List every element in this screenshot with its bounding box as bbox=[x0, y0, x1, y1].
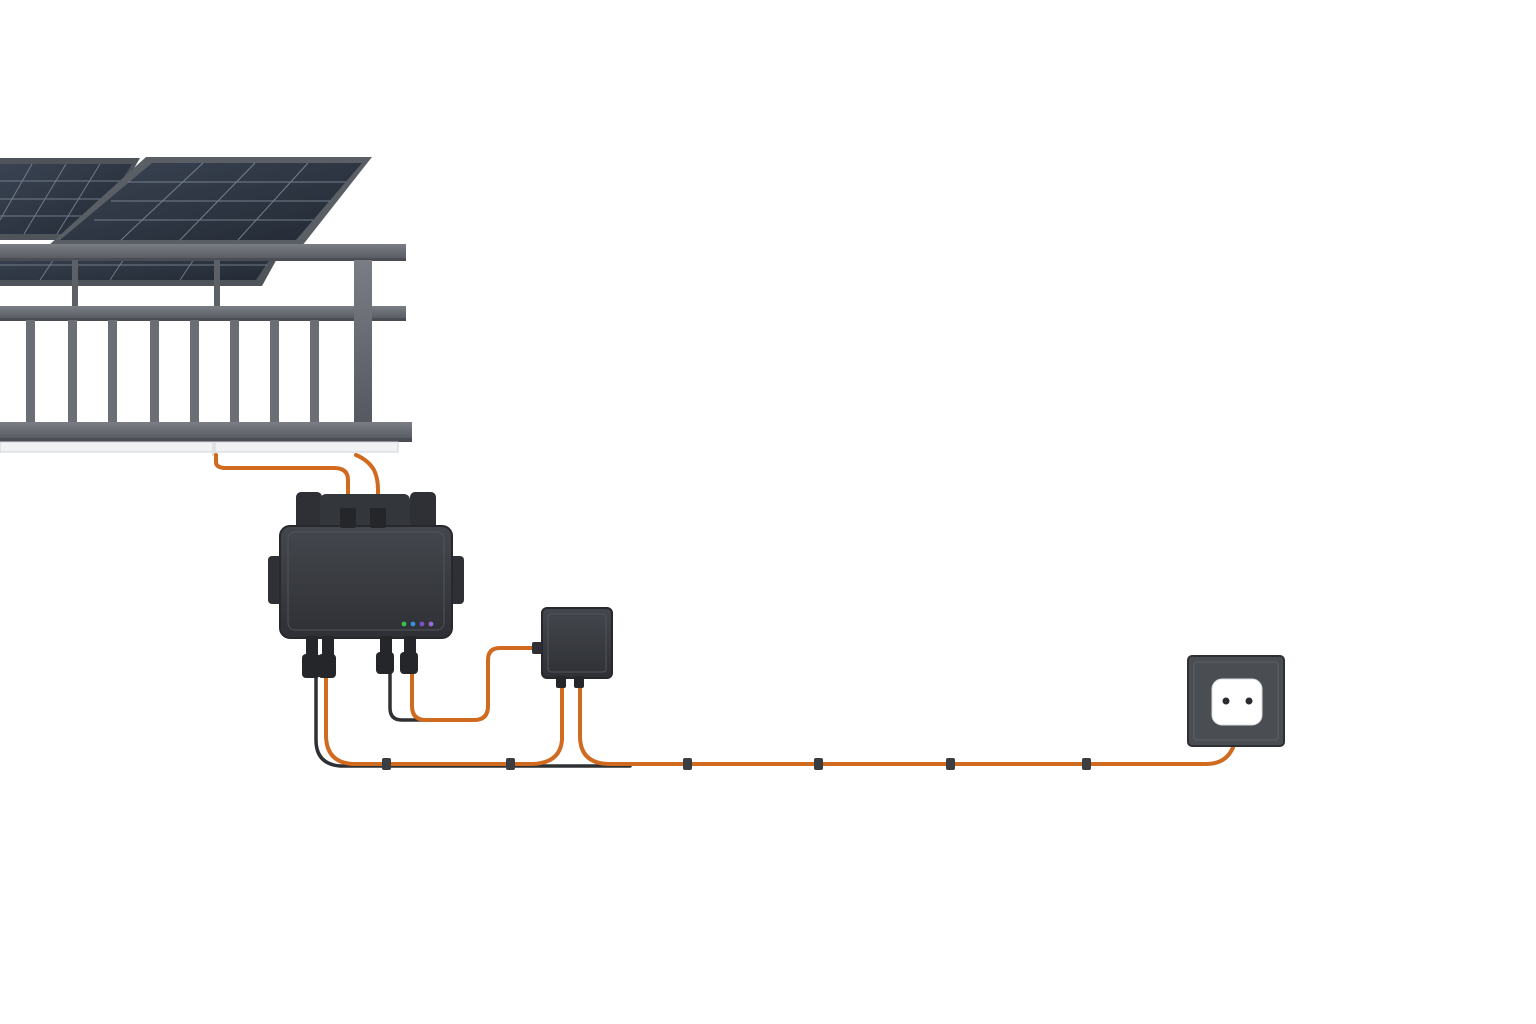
ground-cable bbox=[388, 672, 442, 722]
cable-clips bbox=[382, 758, 1091, 770]
railing-icon bbox=[0, 244, 412, 456]
solar-panel-icon bbox=[48, 157, 372, 246]
status-led bbox=[410, 621, 416, 627]
status-led bbox=[428, 621, 434, 627]
status-led bbox=[401, 621, 407, 627]
cable-clip bbox=[946, 758, 955, 770]
power-socket-icon bbox=[1187, 655, 1285, 747]
cable-clip bbox=[382, 758, 391, 770]
cable-clip bbox=[814, 758, 823, 770]
dc-cable bbox=[214, 453, 350, 514]
inverter-icon bbox=[268, 492, 464, 678]
ac-cable bbox=[410, 646, 544, 722]
cable-runs bbox=[214, 453, 1238, 768]
solar-panel-array bbox=[0, 157, 372, 286]
status-led bbox=[419, 621, 425, 627]
cable-clip bbox=[506, 758, 515, 770]
junction-box-icon bbox=[532, 607, 613, 688]
ground-cable bbox=[314, 674, 632, 768]
ac-cable bbox=[324, 674, 564, 766]
dc-cable bbox=[354, 453, 380, 514]
solar-panel-icon bbox=[0, 158, 140, 240]
cable-clip bbox=[1082, 758, 1091, 770]
ac-cable bbox=[578, 684, 1238, 766]
cable-clip bbox=[683, 758, 692, 770]
